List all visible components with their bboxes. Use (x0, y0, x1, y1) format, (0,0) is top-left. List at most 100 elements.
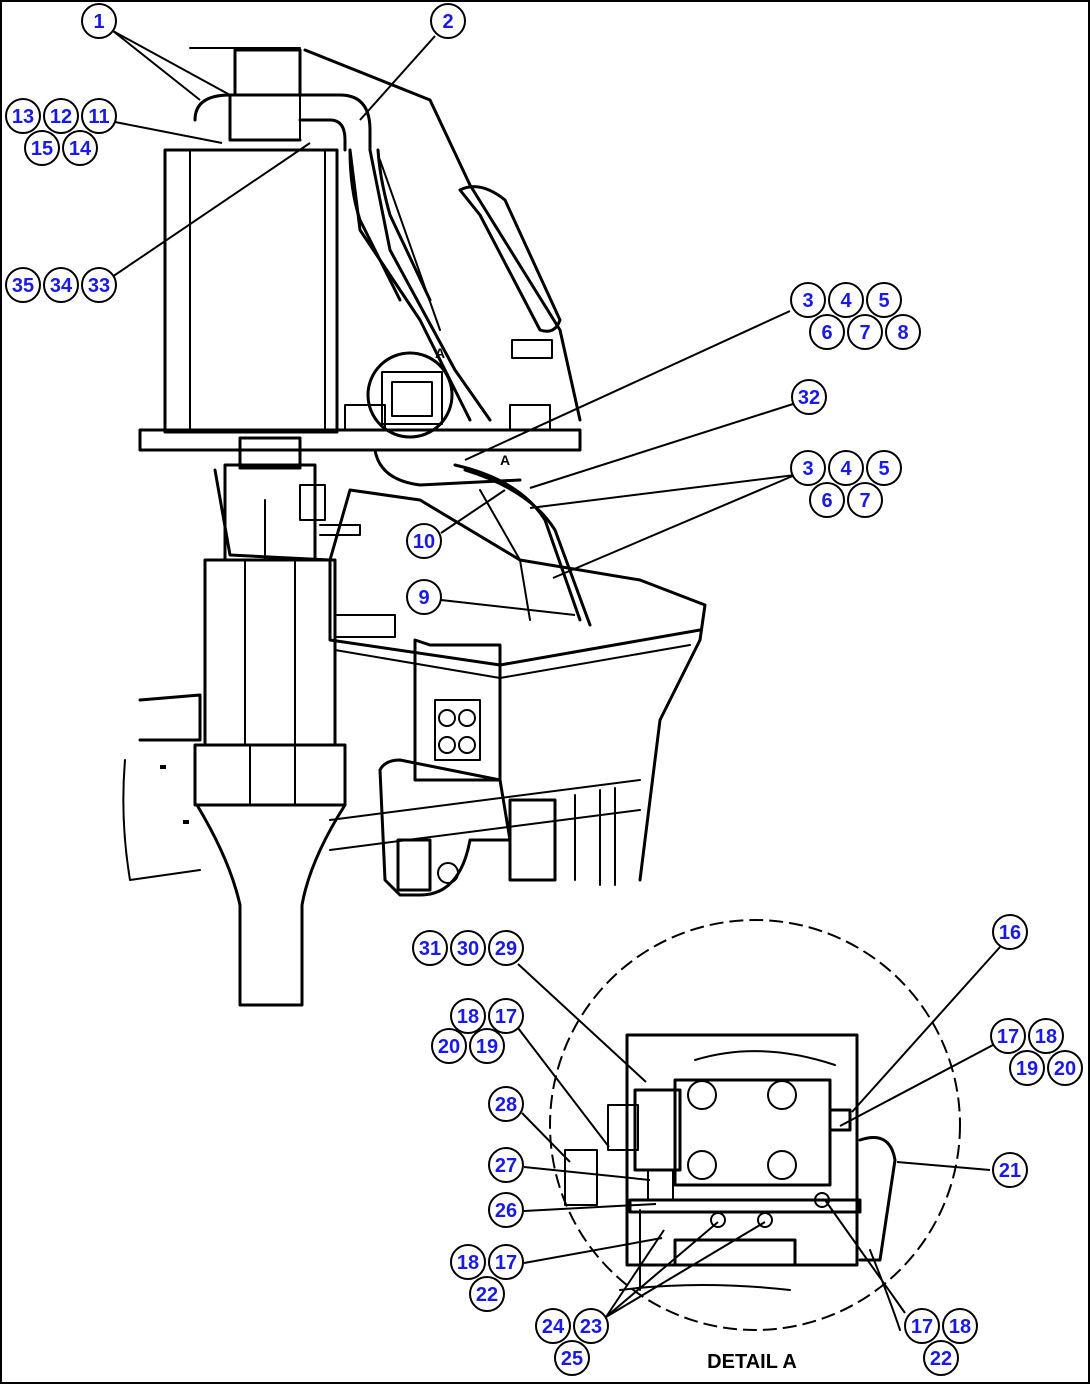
callout-5: 5 (866, 282, 902, 318)
callout-circle (488, 998, 524, 1034)
callout-number: 17 (997, 1026, 1019, 1048)
callout-29: 29 (488, 930, 524, 966)
callout-1: 1 (81, 3, 117, 39)
callout-number: 7 (859, 322, 870, 344)
callout-circle (488, 1086, 524, 1122)
callout-circle (469, 1276, 505, 1312)
callout-number: 33 (88, 275, 110, 297)
callout-circle (81, 98, 117, 134)
callout-35: 35 (5, 267, 41, 303)
callout-18: 18 (942, 1308, 978, 1344)
callout-28: 28 (488, 1086, 524, 1122)
callout-number: 18 (949, 1316, 971, 1338)
callout-number: 10 (413, 531, 435, 553)
callout-19: 19 (1009, 1050, 1045, 1086)
callout-18: 18 (1028, 1018, 1064, 1054)
callout-circle (1047, 1050, 1083, 1086)
callout-number: 8 (897, 322, 908, 344)
callout-21: 21 (992, 1152, 1028, 1188)
callout-number: 7 (859, 490, 870, 512)
callout-24: 24 (535, 1308, 571, 1344)
callout-17: 17 (904, 1308, 940, 1344)
callout-34: 34 (43, 267, 79, 303)
callout-number: 6 (821, 322, 832, 344)
callout-20: 20 (1047, 1050, 1083, 1086)
callout-circle (81, 3, 117, 39)
callout-number: 30 (457, 938, 479, 960)
callout-3: 3 (790, 282, 826, 318)
callout-circle (469, 1028, 505, 1064)
callout-number: 35 (12, 275, 34, 297)
callout-circle (809, 314, 845, 350)
callout-number: 15 (31, 138, 53, 160)
callout-33: 33 (81, 267, 117, 303)
callout-30: 30 (450, 930, 486, 966)
callout-25: 25 (554, 1340, 590, 1376)
callout-circle (992, 1152, 1028, 1188)
callout-circle (535, 1308, 571, 1344)
callout-4: 4 (828, 450, 864, 486)
callout-circle (450, 998, 486, 1034)
callout-26: 26 (488, 1192, 524, 1228)
callout-number: 22 (930, 1348, 952, 1370)
callout-number: 18 (457, 1252, 479, 1274)
callout-circle (81, 267, 117, 303)
callout-15: 15 (24, 130, 60, 166)
callout-19: 19 (469, 1028, 505, 1064)
callout-number: 20 (438, 1036, 460, 1058)
detail-a-label: DETAIL A (707, 1351, 797, 1373)
callout-number: 32 (798, 387, 820, 409)
callout-14: 14 (62, 130, 98, 166)
callout-23: 23 (573, 1308, 609, 1344)
callout-5: 5 (866, 450, 902, 486)
callout-4: 4 (828, 282, 864, 318)
callout-17: 17 (488, 1244, 524, 1280)
callout-circle (791, 379, 827, 415)
callout-number: 13 (12, 106, 34, 128)
callout-circle (809, 482, 845, 518)
svg-text:A: A (435, 345, 445, 361)
callout-number: 12 (50, 106, 72, 128)
callout-number: 34 (50, 275, 73, 297)
callout-number: 3 (802, 458, 813, 480)
callout-circle (24, 130, 60, 166)
callout-circle (406, 579, 442, 615)
callout-circle (904, 1308, 940, 1344)
svg-text:A: A (500, 452, 510, 468)
callout-17: 17 (488, 998, 524, 1034)
callout-number: 9 (418, 587, 429, 609)
callout-number: 18 (1035, 1026, 1057, 1048)
callout-number: 1 (93, 11, 104, 33)
callout-18: 18 (450, 1244, 486, 1280)
callout-circle (62, 130, 98, 166)
callout-31: 31 (412, 930, 448, 966)
callout-circle (990, 1018, 1026, 1054)
callout-circle (847, 314, 883, 350)
callout-circle (43, 267, 79, 303)
callout-number: 4 (840, 290, 852, 312)
callout-2: 2 (430, 3, 466, 39)
callout-circle (431, 1028, 467, 1064)
callout-number: 26 (495, 1200, 517, 1222)
callout-18: 18 (450, 998, 486, 1034)
callout-circle (406, 523, 442, 559)
callout-22: 22 (469, 1276, 505, 1312)
callout-circle (866, 450, 902, 486)
callout-circle (450, 1244, 486, 1280)
callout-circle (828, 282, 864, 318)
callout-number: 31 (419, 938, 441, 960)
callout-circle (5, 98, 41, 134)
callout-circle (573, 1308, 609, 1344)
callout-circle (992, 914, 1028, 950)
callout-number: 22 (476, 1284, 498, 1306)
callout-10: 10 (406, 523, 442, 559)
callout-number: 27 (495, 1155, 517, 1177)
callout-number: 4 (840, 458, 852, 480)
callout-circle (488, 1192, 524, 1228)
callout-number: 29 (495, 938, 517, 960)
main-assembly-drawing: A A (122, 47, 707, 1007)
callout-22: 22 (923, 1340, 959, 1376)
callout-number: 24 (542, 1316, 565, 1338)
